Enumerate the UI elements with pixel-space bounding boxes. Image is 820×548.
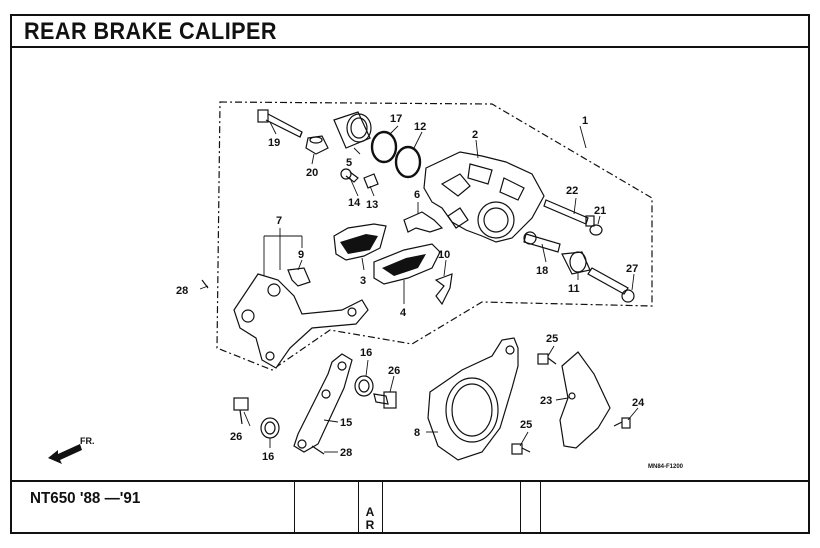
diagram-frame: REAR BRAKE CALIPER bbox=[10, 14, 810, 534]
label-18: 18 bbox=[536, 265, 548, 277]
bolt-26-right bbox=[373, 391, 397, 409]
pin-18 bbox=[523, 231, 561, 253]
pin-27 bbox=[587, 267, 635, 303]
cap-13 bbox=[363, 173, 379, 189]
label-14: 14 bbox=[348, 197, 361, 209]
label-16-upper: 16 bbox=[360, 347, 372, 359]
caliper-body-2 bbox=[423, 151, 545, 243]
label-16-lower: 16 bbox=[262, 451, 274, 463]
label-25-upper: 25 bbox=[546, 333, 558, 345]
pin-28-lower bbox=[311, 445, 325, 455]
label-2: 2 bbox=[472, 129, 478, 141]
spring-6 bbox=[403, 211, 444, 233]
label-6: 6 bbox=[414, 189, 420, 201]
caliper-bracket-7 bbox=[233, 273, 369, 369]
label-9: 9 bbox=[298, 249, 304, 261]
label-27: 27 bbox=[626, 263, 638, 275]
label-11: 11 bbox=[568, 283, 580, 295]
footer-divider bbox=[294, 482, 295, 532]
bolt-25-upper bbox=[537, 353, 557, 365]
piston-5 bbox=[333, 111, 372, 149]
label-26-left: 26 bbox=[230, 431, 242, 443]
stay-15 bbox=[293, 353, 353, 453]
label-10: 10 bbox=[438, 249, 450, 261]
boot-11 bbox=[561, 251, 591, 275]
label-24: 24 bbox=[632, 397, 645, 409]
cover-23 bbox=[559, 351, 611, 449]
bolt-25-lower bbox=[511, 443, 531, 455]
label-20: 20 bbox=[306, 167, 318, 179]
footer-divider bbox=[520, 482, 521, 532]
spring-10 bbox=[434, 273, 453, 306]
label-22: 22 bbox=[566, 185, 578, 197]
bleeder-14 bbox=[340, 168, 359, 183]
label-26-right: 26 bbox=[388, 365, 400, 377]
page-title: REAR BRAKE CALIPER bbox=[24, 18, 277, 45]
front-direction-arrow-icon bbox=[48, 444, 82, 464]
bolt-19 bbox=[257, 109, 303, 138]
label-15: 15 bbox=[340, 417, 352, 429]
diagram-code: MN84-F1200 bbox=[648, 464, 684, 470]
label-25-lower: 25 bbox=[520, 419, 532, 431]
footer-divider bbox=[540, 482, 541, 532]
seal-17 bbox=[370, 130, 398, 164]
cap-21 bbox=[589, 224, 603, 236]
bolt-26-left bbox=[233, 397, 249, 425]
label-21: 21 bbox=[594, 205, 606, 217]
label-28-left: 28 bbox=[176, 285, 188, 297]
brake-pad-4 bbox=[373, 243, 441, 285]
label-17: 17 bbox=[390, 113, 402, 125]
label-5: 5 bbox=[346, 157, 352, 169]
label-28-lower: 28 bbox=[340, 447, 352, 459]
label-3: 3 bbox=[360, 275, 366, 287]
bracket-8 bbox=[427, 337, 519, 461]
pin-22 bbox=[543, 199, 595, 227]
direction-label: FR. bbox=[80, 436, 95, 446]
label-19: 19 bbox=[268, 137, 280, 149]
label-4: 4 bbox=[400, 307, 407, 319]
footer-divider bbox=[382, 482, 383, 532]
cap-20 bbox=[305, 135, 329, 155]
label-12: 12 bbox=[414, 121, 426, 133]
assembly-outline bbox=[216, 101, 653, 371]
brake-pad-3 bbox=[333, 223, 387, 261]
model-range: NT650 '88 —'91 bbox=[30, 490, 141, 507]
label-7: 7 bbox=[276, 215, 282, 227]
label-8: 8 bbox=[414, 427, 420, 439]
collar-16-left bbox=[260, 417, 280, 439]
title-bar: REAR BRAKE CALIPER bbox=[12, 16, 808, 48]
seal-12 bbox=[394, 145, 422, 179]
parts-diagram: 1 2 3 4 5 6 7 8 9 10 11 12 13 14 15 16 1… bbox=[48, 101, 684, 470]
label-13: 13 bbox=[366, 199, 378, 211]
label-23: 23 bbox=[540, 395, 552, 407]
bolt-24 bbox=[613, 417, 631, 429]
clip-9 bbox=[287, 267, 311, 287]
footer-divider bbox=[358, 482, 359, 532]
collar-16-right bbox=[354, 375, 374, 397]
label-1: 1 bbox=[582, 115, 588, 127]
